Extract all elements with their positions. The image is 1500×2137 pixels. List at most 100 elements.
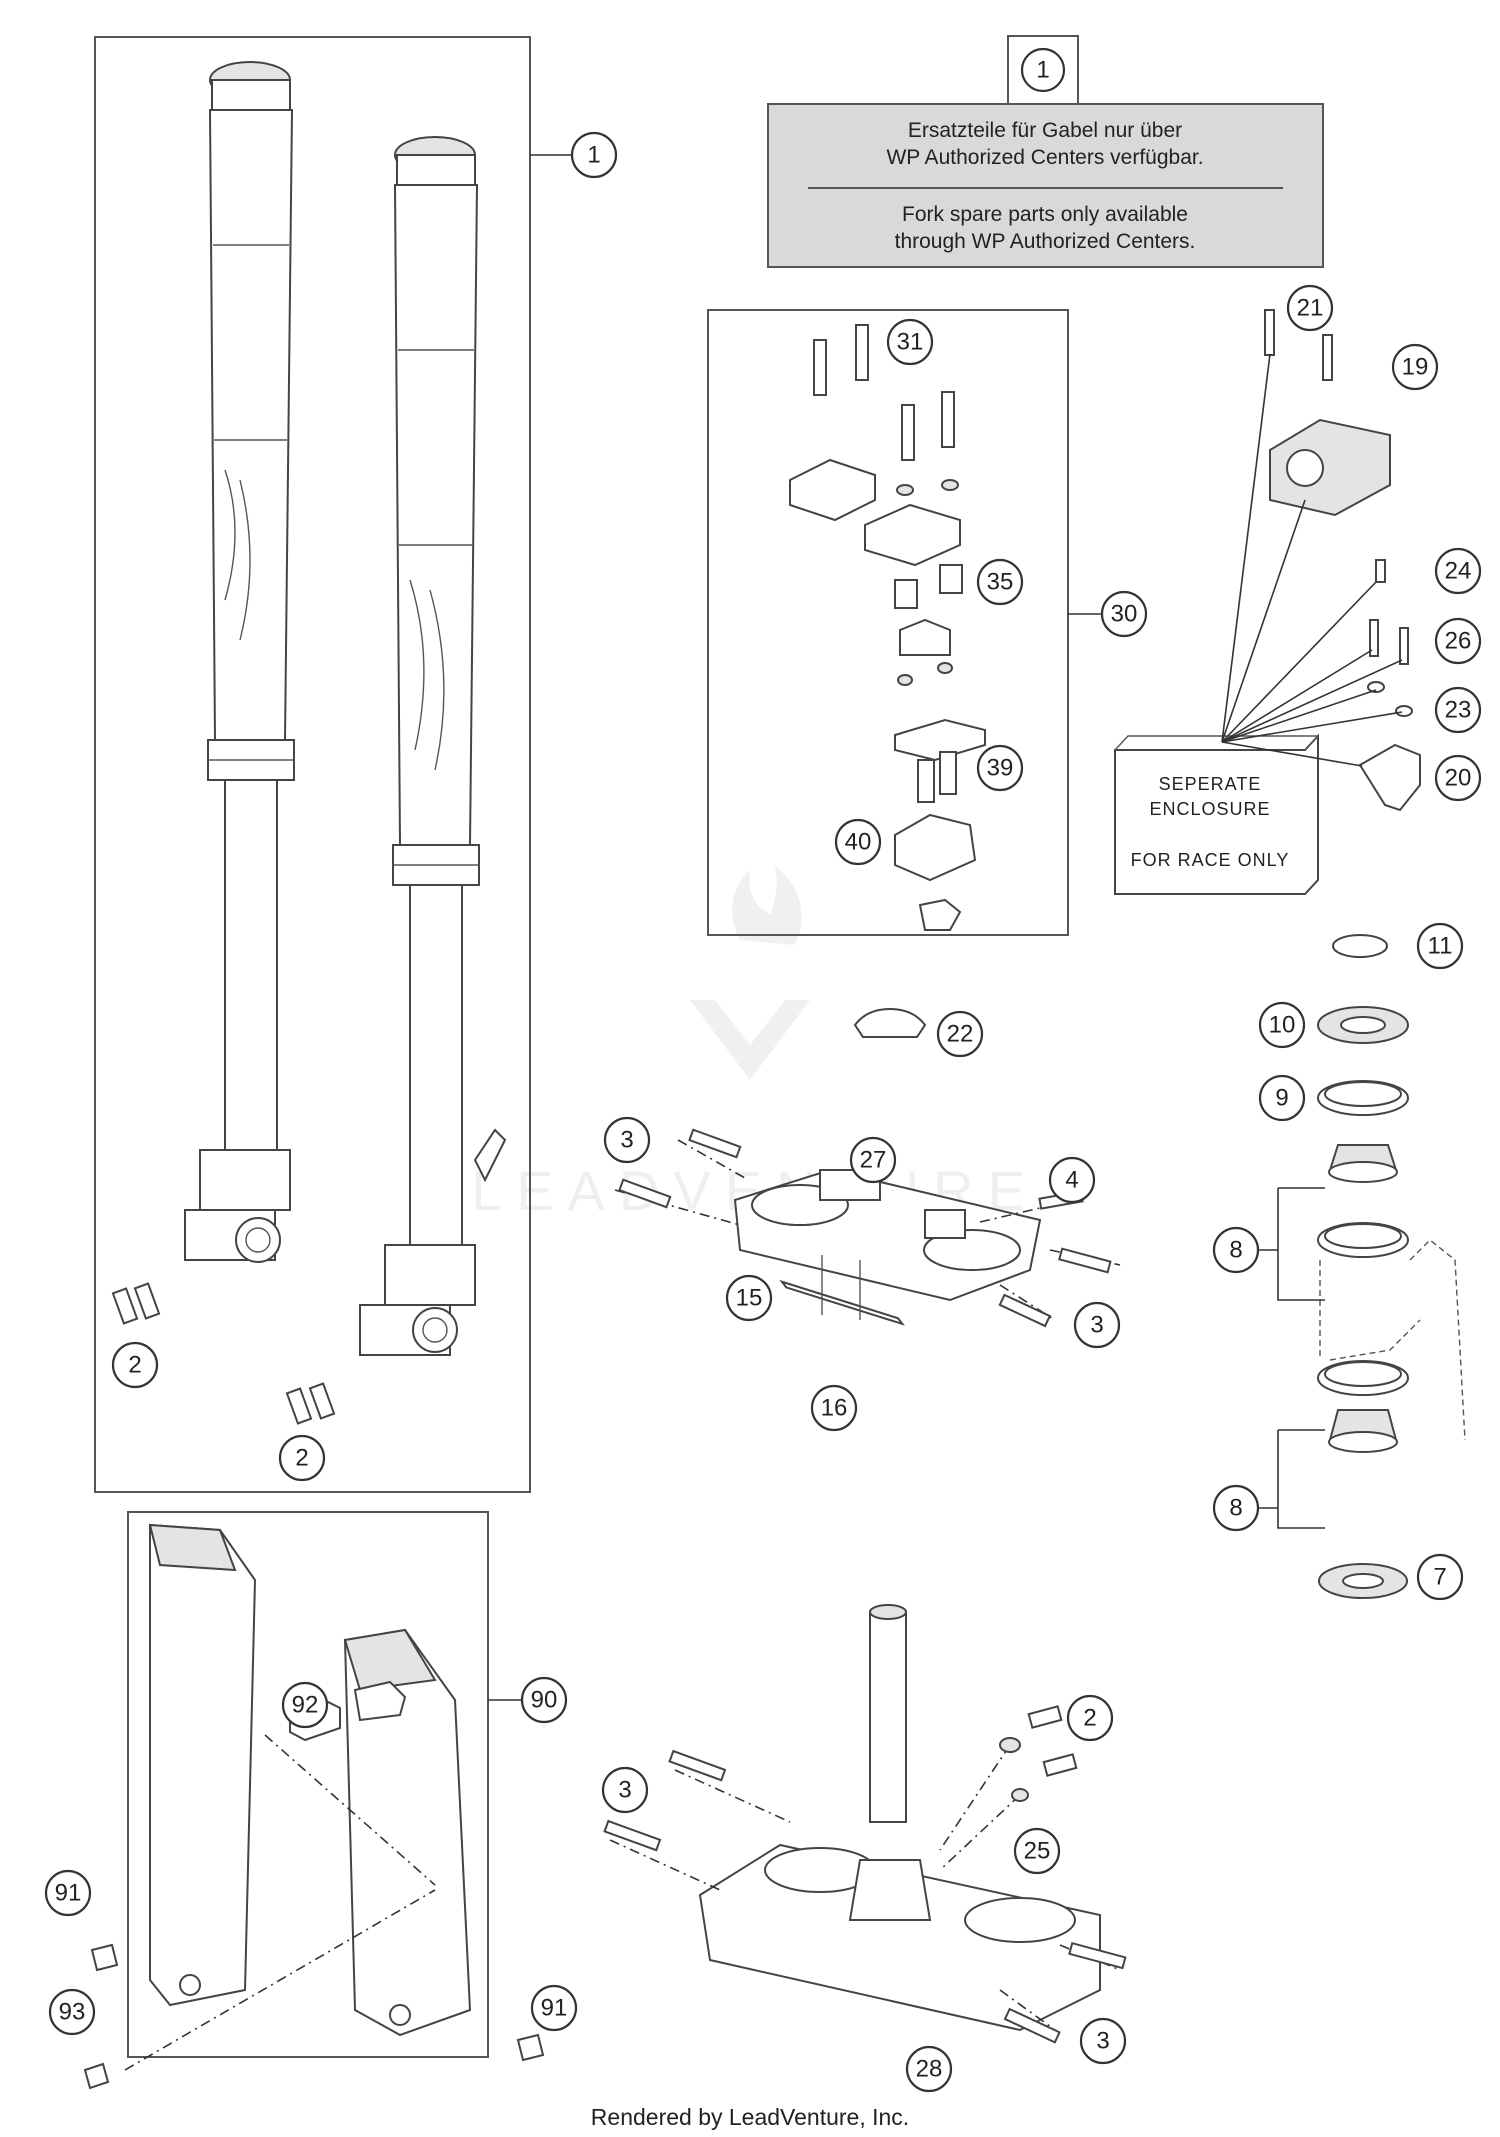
callout-1-fork[interactable]: 1 [570,131,618,179]
svg-text:92: 92 [292,1692,319,1719]
svg-text:90: 90 [531,1687,558,1714]
svg-text:9: 9 [1275,1085,1288,1112]
callout-15[interactable]: 15 [725,1274,773,1322]
callout-11[interactable]: 11 [1416,922,1464,970]
callout-10[interactable]: 10 [1258,1001,1306,1049]
svg-text:3: 3 [1096,2028,1109,2055]
note-de-line2: WP Authorized Centers verfügbar. [886,146,1203,169]
callout-9[interactable]: 9 [1258,1074,1306,1122]
svg-text:2: 2 [295,1445,308,1472]
svg-text:2: 2 [1083,1705,1096,1732]
clamp-kit-frame [707,309,1069,936]
callout-3-lower-a[interactable]: 3 [601,1766,649,1814]
steering-bearings-group: 11 10 9 8 8 7 [1212,922,1466,1601]
callout-2-fork-bolts-a[interactable]: 2 [111,1341,159,1389]
svg-text:23: 23 [1445,697,1472,724]
svg-text:3: 3 [618,1777,631,1804]
svg-text:22: 22 [947,1021,974,1048]
callout-19[interactable]: 19 [1391,343,1439,391]
note-en-line1: Fork spare parts only available [902,203,1188,226]
fork-group: 1 2 2 [94,36,618,1493]
svg-text:4: 4 [1065,1167,1078,1194]
callout-39[interactable]: 39 [976,744,1024,792]
enclosure-line1: SEPERATE [1159,774,1262,794]
fork-leg-left [184,61,295,1263]
svg-text:8: 8 [1229,1495,1242,1522]
fork-guard-group: 90 92 91 93 91 [44,1511,578,2090]
enclosure-leader-lines [1221,353,1403,767]
svg-text:24: 24 [1445,558,1472,585]
svg-text:35: 35 [987,569,1014,596]
svg-text:20: 20 [1445,765,1472,792]
callout-4[interactable]: 4 [1048,1156,1096,1204]
callout-20[interactable]: 20 [1434,754,1482,802]
callout-35[interactable]: 35 [976,558,1024,606]
svg-text:11: 11 [1428,933,1453,960]
note-en-line2: through WP Authorized Centers. [895,230,1196,253]
svg-text:10: 10 [1269,1012,1296,1039]
callout-26[interactable]: 26 [1434,617,1482,665]
callout-24[interactable]: 24 [1434,547,1482,595]
svg-text:39: 39 [987,755,1014,782]
svg-text:3: 3 [620,1127,633,1154]
callout-40[interactable]: 40 [834,818,882,866]
callout-2-fork-bolts-b[interactable]: 2 [278,1434,326,1482]
race-enclosure-group: SEPERATE ENCLOSURE FOR RACE ONLY 21 19 [1114,284,1482,895]
enclosure-line2: ENCLOSURE [1149,799,1270,819]
note-de-line1: Ersatzteile für Gabel nur über [908,119,1182,142]
enclosure-line3: FOR RACE ONLY [1131,850,1290,870]
svg-text:1: 1 [1036,57,1049,84]
fork-leg-right [359,136,507,1356]
callout-27[interactable]: 27 [849,1136,897,1184]
svg-text:31: 31 [897,329,924,356]
callout-28[interactable]: 28 [905,2045,953,2093]
fork-axle-bolts [111,1282,336,1425]
callout-25[interactable]: 25 [1013,1827,1061,1875]
callout-92[interactable]: 92 [281,1681,329,1729]
svg-text:40: 40 [845,829,872,856]
svg-text:91: 91 [55,1880,82,1907]
svg-text:30: 30 [1111,601,1138,628]
callout-16[interactable]: 16 [810,1384,858,1432]
callout-91-b[interactable]: 91 [530,1984,578,2032]
callout-8-upper[interactable]: 8 [1212,1226,1260,1274]
callout-91-a[interactable]: 91 [44,1869,92,1917]
callout-3-lower-b[interactable]: 3 [1079,2017,1127,2065]
svg-text:21: 21 [1297,295,1324,322]
svg-text:25: 25 [1024,1838,1051,1865]
callout-93[interactable]: 93 [48,1988,96,2036]
callout-3-upper-a[interactable]: 3 [603,1116,651,1164]
svg-text:3: 3 [1090,1312,1103,1339]
upper-triple-clamp-group: 22 3 27 4 15 3 16 [603,1007,1121,1432]
callout-3-upper-b[interactable]: 3 [1073,1301,1121,1349]
footer-credit: Rendered by LeadVenture, Inc. [590,2104,910,2130]
callout-21[interactable]: 21 [1286,284,1334,332]
svg-text:91: 91 [541,1995,568,2022]
svg-text:7: 7 [1433,1564,1446,1591]
callout-23[interactable]: 23 [1434,686,1482,734]
svg-text:2: 2 [128,1352,141,1379]
lower-triple-clamp-group: 2 3 25 3 28 [601,1604,1127,2093]
svg-text:28: 28 [916,2056,943,2083]
callout-8-lower[interactable]: 8 [1212,1484,1260,1532]
callout-7[interactable]: 7 [1416,1553,1464,1601]
fork-frame [94,36,531,1493]
svg-text:93: 93 [59,1999,86,2026]
svg-text:27: 27 [860,1147,887,1174]
svg-text:8: 8 [1229,1237,1242,1264]
spare-parts-note: 1 Ersatzteile für Gabel nur über WP Auth… [767,35,1324,268]
callout-90-guard-kit[interactable]: 90 [520,1676,568,1724]
callout-1-note[interactable]: 1 [1020,47,1066,93]
callout-30-clamp-kit[interactable]: 30 [1100,590,1148,638]
svg-text:15: 15 [736,1285,763,1312]
svg-text:16: 16 [821,1395,848,1422]
fork-guard-frame [127,1511,489,2058]
callout-2-lower[interactable]: 2 [1066,1694,1114,1742]
svg-text:26: 26 [1445,628,1472,655]
clamp-kit-group: 30 31 35 39 40 [707,309,1148,936]
svg-text:1: 1 [587,142,600,169]
svg-text:19: 19 [1402,354,1429,381]
callout-31[interactable]: 31 [886,318,934,366]
callout-22[interactable]: 22 [936,1010,984,1058]
